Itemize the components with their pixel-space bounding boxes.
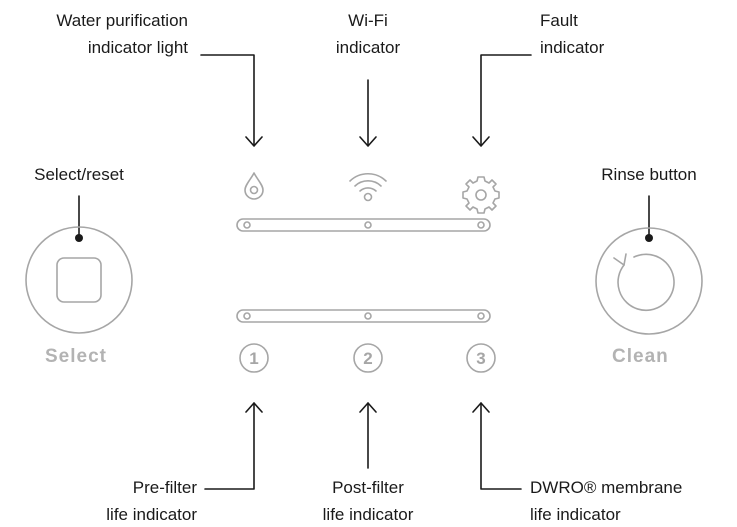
dwro-arrowhead	[472, 402, 490, 413]
clean-button-graphic	[595, 227, 703, 335]
rinse-circle-arrow-icon	[613, 253, 675, 312]
callout-line: DWRO® membrane	[530, 478, 683, 497]
callout-line: Fault	[540, 11, 578, 30]
filter-2-number: 2	[363, 349, 372, 368]
square-icon	[56, 257, 102, 303]
callout-line: Water purification	[56, 11, 188, 30]
callout-line: life indicator	[322, 505, 414, 524]
select-button-label: Select	[45, 346, 107, 367]
fault-arrowhead	[472, 136, 490, 147]
filter-3-number: 3	[476, 349, 485, 368]
pre-filter-callout: Pre-filter life indicator	[106, 474, 197, 527]
fault-leader	[480, 54, 532, 146]
select-reset-callout: Select/reset	[4, 161, 154, 188]
callout-line: life indicator	[106, 505, 197, 524]
wifi-callout: Wi-Fi indicator	[318, 7, 418, 61]
callout-line: indicator	[540, 38, 605, 57]
pre-filter-arrowhead	[245, 402, 263, 413]
gear-icon	[462, 176, 500, 214]
fault-callout: Fault indicator	[540, 7, 604, 61]
callout-line: Rinse button	[601, 165, 697, 184]
dwro-callout: DWRO® membrane life indicator	[530, 474, 682, 527]
callout-line: Pre-filter	[132, 478, 197, 497]
rinse-callout: Rinse button	[574, 161, 724, 188]
post-filter-callout: Post-filter life indicator	[288, 474, 448, 527]
lower-indicator-bar	[236, 309, 491, 323]
callout-line: Select/reset	[34, 165, 124, 184]
pre-filter-leader	[204, 402, 255, 490]
filter-2-circle	[353, 343, 383, 373]
select-reset-dot	[75, 234, 83, 242]
upper-indicator-bar	[236, 218, 491, 232]
dwro-leader	[480, 402, 522, 490]
filter-3-circle	[466, 343, 496, 373]
clean-button-label: Clean	[612, 346, 669, 367]
filter-1-number: 1	[249, 349, 258, 368]
water-drop-icon	[244, 172, 264, 200]
callout-line: indicator	[335, 38, 401, 57]
water-light-arrowhead	[245, 136, 263, 147]
callout-line: Post-filter	[332, 478, 404, 497]
select-button-graphic	[25, 226, 133, 334]
post-filter-arrowhead	[359, 402, 377, 413]
wifi-arrowhead	[359, 136, 377, 147]
rinse-dot	[645, 234, 653, 242]
water-light-leader	[200, 54, 255, 146]
callout-line: life indicator	[530, 505, 621, 524]
callout-line: indicator light	[87, 38, 188, 57]
water-purification-callout: Water purification indicator light	[56, 7, 188, 61]
filter-1-circle	[239, 343, 269, 373]
callout-line: Wi-Fi	[348, 11, 388, 30]
wifi-icon	[349, 172, 387, 202]
